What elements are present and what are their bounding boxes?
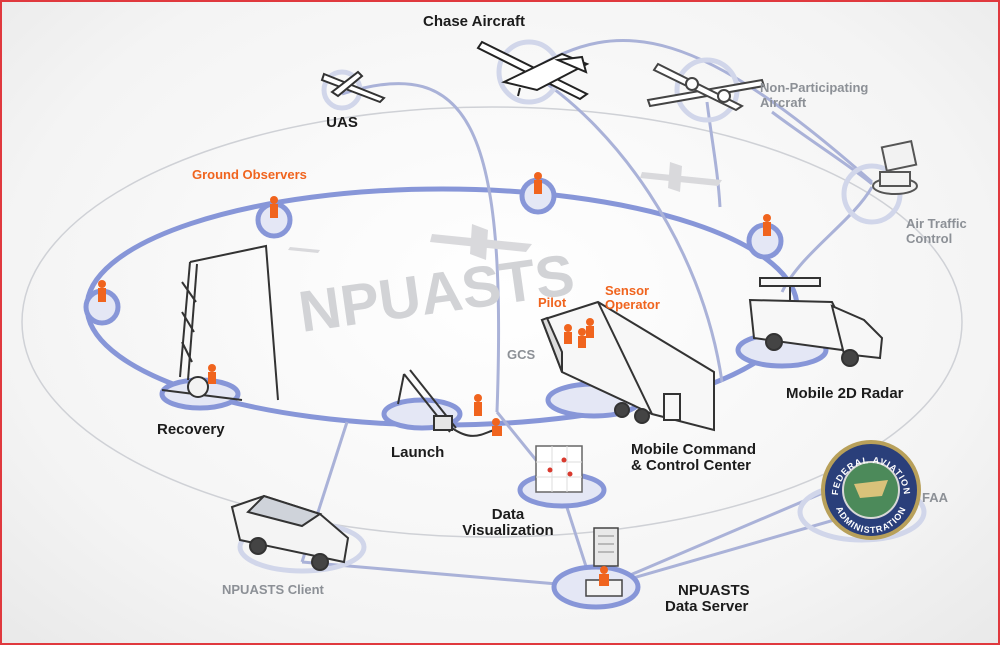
label-data: Data (492, 506, 525, 523)
label-mobile-radar: Mobile 2D Radar (786, 385, 904, 402)
person-figures (98, 172, 771, 436)
data-server-icon (585, 527, 623, 597)
label-npuasts: NPUASTS (678, 582, 750, 599)
ground-observer-figure (763, 214, 771, 236)
label-launch: Launch (391, 444, 444, 461)
label-npuasts-client: NPUASTS Client (222, 582, 325, 597)
air-traffic-control-icon (872, 139, 918, 195)
uas-icon (320, 70, 386, 104)
label-sensor: Sensor (605, 283, 649, 298)
label-gcs: GCS (507, 347, 536, 362)
plane-shadows (288, 162, 722, 260)
recovery-crew-figure (208, 364, 216, 384)
label-data-server: Data Server (665, 598, 749, 615)
label-uas: UAS (326, 114, 358, 131)
non-participating-aircraft-icon (646, 62, 766, 112)
label-non-participating-2: Aircraft (760, 95, 807, 110)
recovery-crane-icon (161, 244, 279, 401)
faa-seal-icon: FEDERAL AVIATION ADMINISTRATION (821, 440, 921, 540)
mobile-radar-truck-icon (748, 277, 884, 367)
npuasts-client-vehicle-icon (230, 494, 350, 571)
label-operator: Operator (605, 297, 660, 312)
label-mobile-command: Mobile Command (631, 441, 756, 458)
ground-observer-figure (534, 172, 542, 194)
watermark-text: NPUASTS (295, 242, 579, 345)
ground-observer-figure (98, 280, 106, 302)
launch-crew-figure (474, 394, 482, 416)
label-faa: FAA (922, 490, 949, 505)
label-ground-observers: Ground Observers (192, 167, 307, 182)
label-non-participating-1: Non-Participating (760, 80, 868, 95)
label-air-traffic-1: Air Traffic (906, 216, 967, 231)
data-visualization-screen-icon (535, 445, 583, 493)
label-air-traffic-2: Control (906, 231, 952, 246)
label-recovery: Recovery (157, 421, 225, 438)
label-pilot: Pilot (538, 295, 567, 310)
label-control-center: & Control Center (631, 457, 751, 474)
chase-aircraft-icon (476, 40, 590, 101)
launch-catapult-icon (397, 369, 495, 437)
outer-ellipse (21, 106, 963, 538)
ground-observer-figure (270, 196, 278, 218)
label-visualization: Visualization (462, 522, 553, 539)
gcs-operator-figures (564, 318, 594, 348)
label-chase-aircraft: Chase Aircraft (423, 13, 525, 30)
launch-crew-figure (492, 418, 502, 436)
